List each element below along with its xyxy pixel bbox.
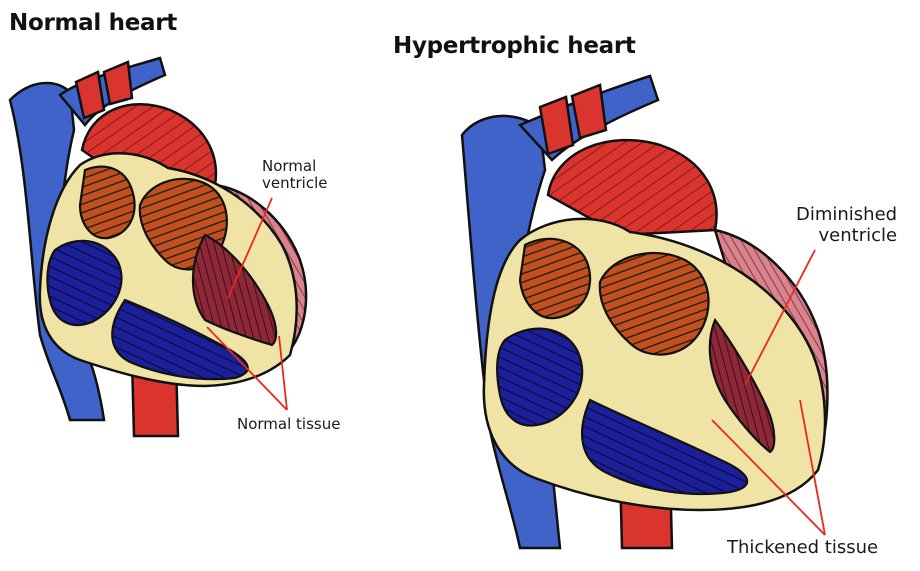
hypertrophic-heart-title: Hypertrophic heart — [393, 33, 636, 59]
normal-tissue-label: Normal tissue — [237, 416, 340, 433]
hypertrophic-heart — [462, 76, 827, 548]
normal-aorta-branch-2 — [104, 62, 132, 104]
normal-heart — [10, 58, 306, 436]
diminished-ventricle-label: Diminished ventricle — [796, 205, 897, 246]
hyper-left-atrium — [520, 239, 590, 318]
thickened-tissue-label: Thickened tissue — [727, 538, 878, 559]
normal-ventricle-label: Normal ventricle — [262, 158, 327, 193]
diminished-ventricle-label-line1: Diminished — [796, 205, 897, 226]
normal-left-atrium — [80, 167, 135, 239]
normal-ventricle-label-line1: Normal — [262, 158, 327, 175]
normal-ventricle-label-line2: ventricle — [262, 175, 327, 192]
diminished-ventricle-label-line2: ventricle — [796, 226, 897, 247]
normal-heart-title: Normal heart — [9, 10, 177, 36]
